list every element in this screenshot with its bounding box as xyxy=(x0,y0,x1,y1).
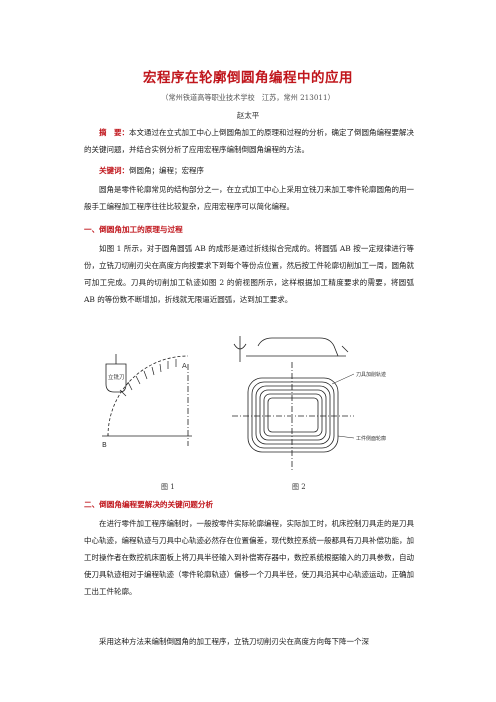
fig2-path-1 xyxy=(251,381,335,449)
paper-title: 宏程序在轮廓倒圆角编程中的应用 xyxy=(143,70,353,86)
abstract-label: 摘 要： xyxy=(99,128,129,137)
fig2-outer-contour xyxy=(247,377,339,453)
figure-1-drawing xyxy=(102,354,192,446)
fig2-dimension xyxy=(341,345,349,353)
keywords-text: 倒圆角；编程；宏程序 xyxy=(129,166,204,175)
intro-text: 圆角是零件轮廓常见的结构部分之一，在立式加工中心上采用立铣刀来加工零件轮廓圆角的… xyxy=(84,185,414,211)
figures: 立铣刀 A B 刀具加削轨迹 工件侧面轮廓 xyxy=(102,336,386,472)
fig2-side-profile xyxy=(257,337,339,357)
fig1-tool-label: 立铣刀 xyxy=(108,373,125,381)
section-2-paragraph-1: 在进行零件加工程序编制时，一般按零件实际轮廓编程，实际加工时，机床控制刀具走的是… xyxy=(84,515,414,600)
figure-2-caption: 图 2 xyxy=(292,483,306,491)
fig2-tool-tip xyxy=(233,343,247,350)
section-2-heading: 二、倒圆角编程要解决的关键问题分析 xyxy=(84,500,214,509)
figure-1-caption: 图 1 xyxy=(161,483,175,491)
fig2-leader-2 xyxy=(337,435,355,439)
abstract: 摘 要：本文通过在立式加工中心上倒圆角加工的原理和过程的分析，确定了倒圆角编程要… xyxy=(84,124,414,158)
section-2-text-1: 在进行零件加工程序编制时，一般按零件实际轮廓编程，实际加工时，机床控制刀具走的是… xyxy=(84,519,414,596)
fig2-inner-contour xyxy=(267,397,319,433)
fig1-step-ticks xyxy=(119,359,177,397)
fig1-label-b: B xyxy=(102,441,107,449)
fig1-label-a: A xyxy=(182,362,187,370)
abstract-text: 本文通过在立式加工中心上倒圆角加工的原理和过程的分析，确定了倒圆角编程要解决的关… xyxy=(84,128,414,154)
keywords: 关键词：倒圆角；编程；宏程序 xyxy=(84,162,414,179)
fig2-path-4 xyxy=(263,393,323,437)
keywords-label: 关键词： xyxy=(99,166,129,175)
author: 赵太平 xyxy=(236,111,260,120)
fig2-label-workpiece: 工件侧面轮廓 xyxy=(356,435,386,442)
intro-paragraph: 圆角是零件轮廓常见的结构部分之一，在立式加工中心上采用立铣刀来加工零件轮廓圆角的… xyxy=(84,181,414,215)
fig1-fillet-arc xyxy=(107,355,189,437)
fig2-path-3 xyxy=(259,389,327,441)
figure-2-drawing xyxy=(232,336,355,472)
section-2-paragraph-2: 采用这种方法来编制倒圆角的加工程序，立铣刀切削刃尖在高度方向每下降一个深 xyxy=(84,633,414,650)
section-1-heading: 一、倒圆角加工的原理与过程 xyxy=(84,225,183,234)
fig2-label-tool-path: 刀具加削轨迹 xyxy=(356,371,386,378)
section-1-text: 如图 1 所示，对于圆角圆弧 AB 的成形是通过折线拟合完成的。将圆弧 AB 按… xyxy=(84,244,414,304)
section-2-text-2: 采用这种方法来编制倒圆角的加工程序，立铣刀切削刃尖在高度方向每下降一个深 xyxy=(99,637,369,646)
fig2-leader-1 xyxy=(331,373,355,385)
fig2-path-2 xyxy=(255,385,331,445)
section-1-paragraph: 如图 1 所示，对于圆角圆弧 AB 的成形是通过折线拟合完成的。将圆弧 AB 按… xyxy=(84,240,414,308)
fig1-tool-body xyxy=(105,363,127,393)
affiliation: （常州铁道高等职业技术学校 江苏，常州 213011） xyxy=(161,93,335,102)
